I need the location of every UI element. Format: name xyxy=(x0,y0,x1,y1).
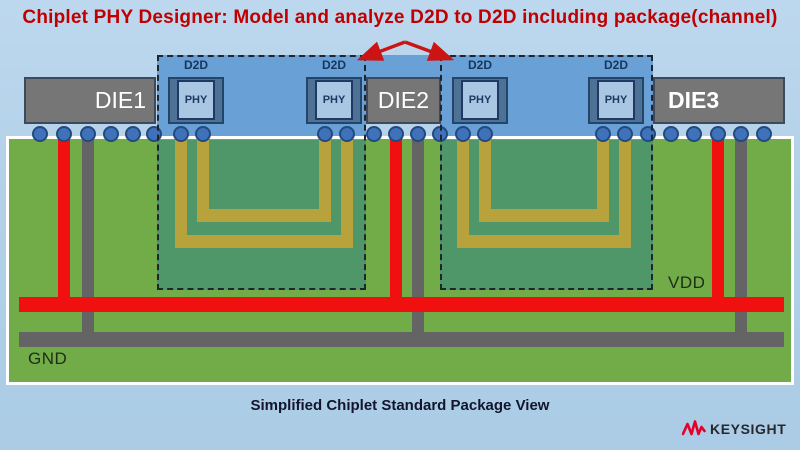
phy4-d2d-label: D2D xyxy=(603,58,628,72)
channel2-dashed-box xyxy=(440,55,653,290)
channel-bridge-band xyxy=(366,55,440,79)
gnd-via-die3 xyxy=(735,136,747,347)
phy3-d2d-label: D2D xyxy=(467,58,492,72)
vdd-via-die2 xyxy=(390,136,402,312)
channel1-dashed-box xyxy=(157,55,366,290)
bump xyxy=(125,126,141,142)
bump xyxy=(595,126,611,142)
vdd-label: VDD xyxy=(668,273,706,292)
phy1-d2d-label: D2D xyxy=(183,58,208,72)
bump xyxy=(710,126,726,142)
bump xyxy=(173,126,189,142)
bump xyxy=(686,126,702,142)
bump xyxy=(56,126,72,142)
channel1-trace-outer-bottom xyxy=(175,235,353,248)
die2-block: DIE2 xyxy=(366,77,441,124)
die1-label: DIE1 xyxy=(94,87,146,113)
channel1-trace-inner-left xyxy=(197,136,209,222)
gnd-rail xyxy=(19,332,784,347)
bump xyxy=(663,126,679,142)
bump xyxy=(756,126,772,142)
phy2-d2d-label: D2D xyxy=(321,58,346,72)
bump xyxy=(477,126,493,142)
gnd-via-die2 xyxy=(412,136,424,347)
die3-label: DIE3 xyxy=(668,87,720,113)
channel1-trace-inner-right xyxy=(319,136,331,222)
bump xyxy=(339,126,355,142)
phy2-block: PHY xyxy=(315,80,353,120)
phy3-block: PHY xyxy=(461,80,499,120)
bump xyxy=(617,126,633,142)
channel2-trace-inner-left xyxy=(479,136,491,222)
bump xyxy=(388,126,404,142)
channel2-trace-inner-right xyxy=(597,136,609,222)
channel1-trace-outer-left xyxy=(175,136,187,248)
bump xyxy=(32,126,48,142)
slide-title: Chiplet PHY Designer: Model and analyze … xyxy=(22,7,778,28)
gnd-via-die1 xyxy=(82,136,94,347)
keysight-logo: KEYSIGHT xyxy=(682,419,786,439)
slide-caption: Simplified Chiplet Standard Package View xyxy=(250,397,550,414)
keysight-spark-icon xyxy=(682,420,706,436)
keysight-wordmark: KEYSIGHT xyxy=(710,421,787,437)
channel2-trace-outer-left xyxy=(457,136,469,248)
vdd-rail xyxy=(19,297,784,312)
channel1-trace-outer-right xyxy=(341,136,353,248)
bump xyxy=(317,126,333,142)
bump xyxy=(366,126,382,142)
phy4-block: PHY xyxy=(597,80,635,120)
phy1-block: PHY xyxy=(177,80,215,120)
bump xyxy=(103,126,119,142)
channel2-trace-outer-right xyxy=(619,136,631,248)
die3-block: DIE3 xyxy=(653,77,785,124)
bump xyxy=(80,126,96,142)
channel2-trace-inner-bottom xyxy=(479,209,609,222)
bump xyxy=(410,126,426,142)
channel1-trace-inner-bottom xyxy=(197,209,331,222)
bump xyxy=(195,126,211,142)
vdd-via-die3 xyxy=(712,136,724,312)
gnd-label: GND xyxy=(28,349,68,368)
vdd-via-die1 xyxy=(58,136,70,312)
bump xyxy=(455,126,471,142)
bump xyxy=(733,126,749,142)
die1-block: DIE1 xyxy=(24,77,156,124)
die2-label: DIE2 xyxy=(377,87,430,113)
channel2-trace-outer-bottom xyxy=(457,235,631,248)
